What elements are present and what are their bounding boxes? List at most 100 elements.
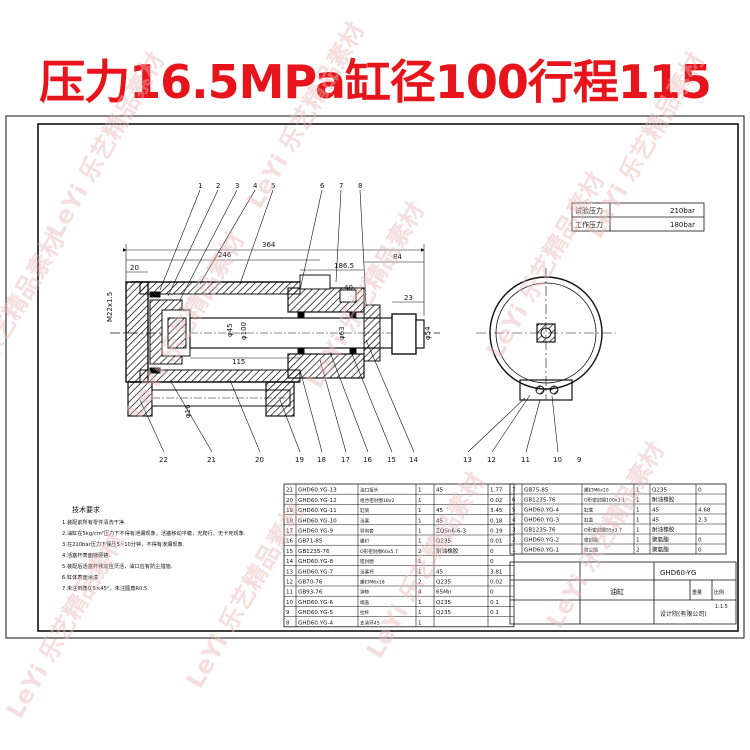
bom-cell: Q235 <box>436 600 452 606</box>
bom-cell: GHD60.YG-2 <box>524 538 559 544</box>
bom-cell: O形密封圈60x5.7 <box>360 548 398 555</box>
bom-cell: 拉杆 <box>360 609 370 616</box>
callout-16: 16 <box>363 456 372 464</box>
bom-cell: 螺钉M6x10 <box>584 487 609 494</box>
bom-cell: 1 <box>418 529 422 535</box>
inner-frame <box>37 123 739 632</box>
bom-cell: 45 <box>436 508 444 514</box>
side-view <box>476 268 616 401</box>
bom-cell: 1 <box>418 559 422 565</box>
bom-cell: 0.19 <box>490 529 503 535</box>
bom-cell: GHD60.YG-10 <box>298 518 337 524</box>
bom-cell: 1 <box>418 600 422 606</box>
callout-8: 8 <box>358 182 362 190</box>
bom-cell: 螺钉M6x18 <box>360 579 385 586</box>
bom-cell: 防尘圈 <box>584 547 598 554</box>
dim-100: φ100 <box>240 322 248 340</box>
bom-cell: 0 <box>698 488 702 494</box>
bom-cell: 活塞杆 <box>360 568 374 575</box>
callout-20: 20 <box>255 456 264 464</box>
callout-17: 17 <box>341 456 350 464</box>
bom-cell: GHD60.YG-12 <box>298 498 337 504</box>
notes-title: 技术要求 <box>72 505 100 514</box>
leaders-bottom <box>139 339 559 453</box>
bom-cell: 油口接头 <box>360 487 379 494</box>
drawing-number: GHD60-YG <box>660 569 696 577</box>
bom-cell: 4.68 <box>698 508 711 514</box>
bom-cell: 45 <box>436 518 444 524</box>
bom-cell: 2 <box>418 549 422 555</box>
callout-4: 4 <box>253 182 258 190</box>
bom-cell: 1.77 <box>490 488 503 494</box>
bom-cell: GHD60.YG-5 <box>298 610 334 616</box>
bom-cell: 导向套 <box>360 528 374 535</box>
bom-cell: 0.02 <box>490 580 502 586</box>
bom-cell: GHD60.YG-11 <box>298 508 337 514</box>
drawing-name: 油缸 <box>610 587 624 596</box>
callout-7: 7 <box>339 182 343 190</box>
bom-cell: Q235 <box>652 488 668 494</box>
watermark-text: LeYi 乐艺精品素材 <box>541 438 670 633</box>
callout-3: 3 <box>235 182 239 190</box>
bom-cell: GHD60.YG-7 <box>298 569 334 575</box>
callout-10: 10 <box>553 456 562 464</box>
watermark-text: LeYi 乐艺精品素材 <box>361 468 490 663</box>
bom-cell: 12 <box>286 580 293 586</box>
bom-cell: 聚氨酯 <box>652 536 669 544</box>
bom-cell: 17 <box>286 529 294 535</box>
bom-cell: 45 <box>436 488 444 494</box>
bom-cell: 18 <box>286 518 294 524</box>
bom-cell: 6 <box>512 498 516 504</box>
bom-cell: 1 <box>636 518 640 524</box>
note-line: 7.未注倒角0.5×45°，未注圆角R0.5. <box>62 584 149 592</box>
bom-cell: 11 <box>286 590 294 596</box>
dim-thread: M22x1.5 <box>106 292 114 322</box>
bom-cell: 4 <box>512 518 516 524</box>
watermark-text: LeYi 乐艺精品素材 <box>41 48 170 243</box>
dim-left: 246 <box>218 251 232 259</box>
bom-cell: 2 <box>512 538 516 544</box>
bom-cell: GHD60.YG-13 <box>298 488 337 494</box>
bom-cell: 2 <box>636 548 640 554</box>
bom-cell: 16 <box>286 539 294 545</box>
bom-cell: GHD60.YG-9 <box>298 529 334 535</box>
leaders-top <box>159 189 367 305</box>
bom-cell: 活塞 <box>360 517 370 524</box>
outer-frame <box>5 115 745 639</box>
bom-cell: 8 <box>286 620 290 626</box>
bom-cell: 1 <box>418 488 422 494</box>
bom-cell: 1 <box>636 498 640 504</box>
bom-cell: 5 <box>512 508 516 514</box>
bom-cell: 20 <box>286 498 294 504</box>
bom-cell: 1 <box>418 620 422 626</box>
bom-cell: 1 <box>636 538 640 544</box>
bom-cell: 螺钉 <box>360 538 370 545</box>
bom-cell: 0.18 <box>490 518 503 524</box>
bom-cell: O形密封圈55x3.7 <box>584 527 622 534</box>
bom-cell: GB75-85 <box>524 488 549 494</box>
weight-label: 重量 <box>692 589 702 596</box>
dim-right: 84 <box>393 253 402 261</box>
dim-40: 40 <box>344 284 353 292</box>
bom-cell: 耐油橡胶 <box>652 496 675 504</box>
title-block <box>509 561 737 625</box>
bom-cell: 7 <box>512 488 516 494</box>
bom-cell: Q235 <box>436 539 452 545</box>
bom-cell: GHD60.YG-4 <box>298 620 334 626</box>
bom-cell: GB1235-76 <box>524 498 556 504</box>
dim-overall: 364 <box>262 241 276 249</box>
bom-cell: 19 <box>286 508 294 514</box>
note-line: 1.装配前所有零件清洗干净. <box>62 518 126 526</box>
bom-cell: GHD60.YG-6 <box>298 600 334 606</box>
note-line: 5.装配后活塞杆移动应灵活，油口应有防尘措施. <box>62 562 173 570</box>
bom-cell: 15 <box>286 549 294 555</box>
bom-cell: GB71-85 <box>298 539 323 545</box>
bom-cell: 密封圈 <box>584 537 598 544</box>
bom-cell: 聚氨酯 <box>652 546 669 554</box>
bom-cell: 0.1 <box>490 610 499 616</box>
bom-cell: 1 <box>418 569 422 575</box>
bom-cell: GHD60.YG-3 <box>524 518 560 524</box>
callout-6: 6 <box>320 182 325 190</box>
dim-45: φ45 <box>226 323 234 337</box>
bom-cell: 0 <box>490 590 494 596</box>
